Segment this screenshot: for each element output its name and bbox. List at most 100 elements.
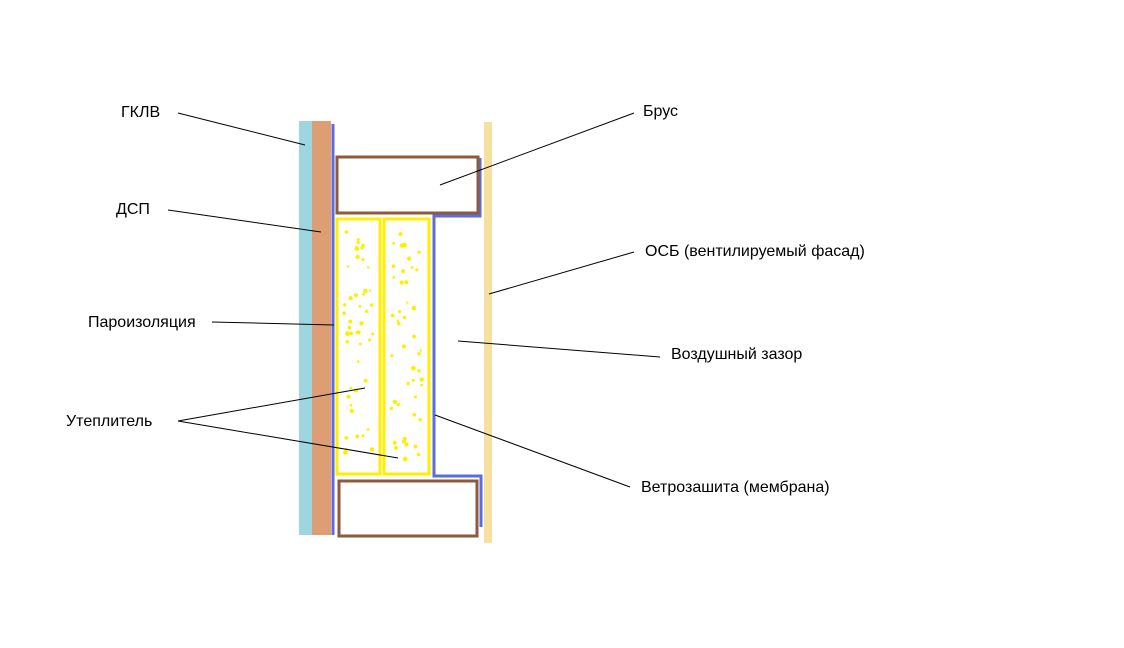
insulation-dot — [397, 321, 401, 326]
leader-beam — [439, 112, 635, 186]
insulation-dot — [346, 265, 350, 268]
insulation-dot — [345, 340, 349, 344]
insulation-dot — [358, 304, 362, 308]
gklv-layer — [299, 121, 312, 535]
leader-gklv — [177, 112, 306, 146]
label-gklv: ГКЛВ — [121, 104, 161, 121]
insulation-dot — [364, 309, 368, 313]
insulation-panel-right — [382, 217, 431, 476]
insulation-dot — [414, 395, 417, 399]
insulation-dot — [343, 450, 348, 455]
insulation-dot — [418, 417, 422, 422]
leader-wind-barrier — [434, 414, 631, 488]
insulation-dot — [392, 242, 395, 245]
leader-insulation-1 — [177, 387, 366, 422]
insulation-dot — [391, 264, 396, 269]
insulation-dot — [349, 408, 354, 414]
insulation-dot — [356, 360, 360, 363]
insulation-dot — [404, 280, 409, 285]
leader-insulation-2 — [177, 420, 399, 459]
insulation-dot — [389, 406, 393, 411]
insulation-dot — [366, 266, 370, 269]
insulation-dot — [417, 369, 421, 373]
insulation-dot — [411, 305, 417, 311]
label-dsp: ДСП — [116, 201, 150, 218]
insulation-dot — [394, 446, 398, 450]
insulation-dot — [412, 413, 417, 417]
insulation-dot — [349, 331, 353, 336]
insulation-dot — [417, 352, 421, 356]
insulation-dot — [355, 330, 359, 334]
insulation-dot — [345, 331, 350, 336]
insulation-dot — [406, 381, 410, 386]
leader-vapor-barrier — [211, 321, 335, 326]
insulation-dot — [349, 386, 353, 390]
insulation-dot — [353, 293, 358, 298]
insulation-dot — [368, 289, 372, 292]
insulation-dot — [390, 354, 394, 358]
insulation-dot — [346, 394, 351, 399]
insulation-dot — [396, 403, 400, 407]
insulation-dot — [419, 377, 424, 382]
insulation-dot — [348, 319, 353, 324]
insulation-dot — [356, 238, 360, 241]
insulation-dot — [412, 334, 416, 339]
insulation-dot — [420, 383, 424, 387]
insulation-dot — [360, 246, 364, 250]
insulation-dot — [354, 246, 360, 251]
insulation-dot — [355, 434, 360, 439]
insulation-dot — [368, 338, 372, 342]
insulation-dot — [366, 428, 370, 431]
insulation-dot — [402, 456, 408, 462]
label-vapor-barrier: Пароизоляция — [88, 314, 196, 331]
insulation-dot — [370, 303, 374, 307]
insulation-dot — [361, 258, 365, 262]
insulation-dot — [355, 254, 360, 260]
insulation-dot — [402, 315, 407, 320]
insulation-dot — [392, 276, 396, 279]
insulation-dot — [392, 440, 397, 445]
insulation-dot — [396, 319, 400, 322]
insulation-dot — [398, 310, 402, 314]
insulation-dot — [392, 399, 398, 404]
insulation-dot — [401, 269, 406, 274]
insulation-dot — [363, 378, 368, 383]
insulation-dot — [402, 242, 407, 248]
beam-bottom — [337, 479, 479, 538]
wind-barrier-membrane — [432, 158, 483, 527]
insulation-dot — [399, 232, 403, 235]
insulation-dot — [348, 296, 353, 301]
insulation-dot — [363, 288, 368, 294]
insulation-dot — [347, 325, 352, 330]
label-air-gap: Воздушный зазор — [671, 346, 803, 363]
insulation-dot — [407, 256, 412, 261]
insulation-dot — [419, 349, 422, 352]
osb-board — [484, 122, 492, 543]
insulation-dot — [362, 293, 365, 296]
leader-dsp — [167, 209, 322, 233]
insulation-dot — [417, 250, 421, 254]
leader-air-gap — [457, 340, 661, 358]
insulation-dot — [369, 447, 375, 452]
insulation-dot — [349, 403, 353, 407]
insulation-dot — [410, 266, 414, 269]
insulation-dots — [342, 230, 424, 462]
label-wind-barrier: Ветрозашита (мембрана) — [641, 479, 830, 496]
insulation-dot — [361, 434, 365, 438]
insulation-dot — [413, 444, 418, 449]
insulation-dot — [415, 268, 419, 272]
insulation-dot — [343, 303, 347, 307]
insulation-dot — [342, 311, 347, 316]
leader-osb — [488, 251, 635, 295]
dsp-layer — [312, 121, 331, 535]
label-beam: Брус — [643, 103, 679, 120]
label-osb: ОСБ (вентилируемый фасад) — [645, 243, 865, 260]
insulation-dot — [356, 240, 360, 244]
insulation-dot — [399, 280, 404, 285]
insulation-dot — [404, 442, 409, 447]
insulation-dot — [358, 342, 362, 346]
insulation-dot — [401, 344, 406, 349]
insulation-dot — [402, 439, 406, 444]
label-insulation: Утеплитель — [66, 413, 153, 430]
